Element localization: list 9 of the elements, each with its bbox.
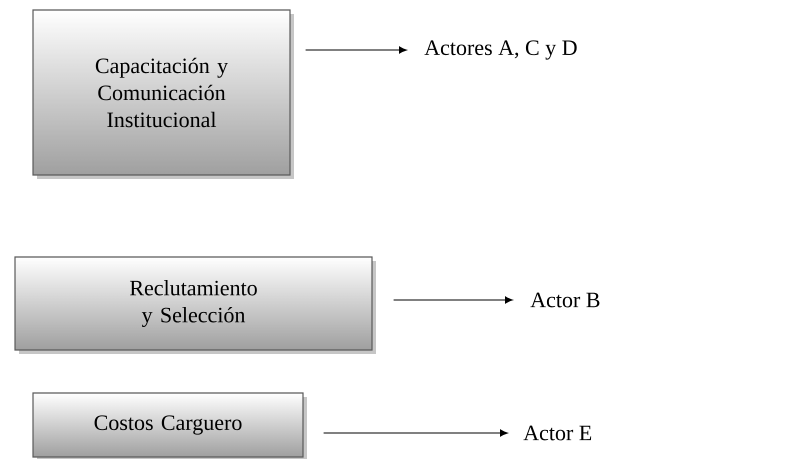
target-label: Actores A, C y D (424, 40, 577, 60)
arrow (323, 429, 508, 437)
target-label: Actor B (530, 292, 600, 308)
arrow (393, 296, 513, 304)
arrow (305, 46, 407, 54)
process-box: Reclutamiento y Selección (14, 256, 376, 354)
target-label: Actor E (523, 426, 592, 440)
process-box: Capacitación y Comunicación Institucional (32, 9, 294, 179)
process-box: Costos Carguero (32, 392, 307, 459)
